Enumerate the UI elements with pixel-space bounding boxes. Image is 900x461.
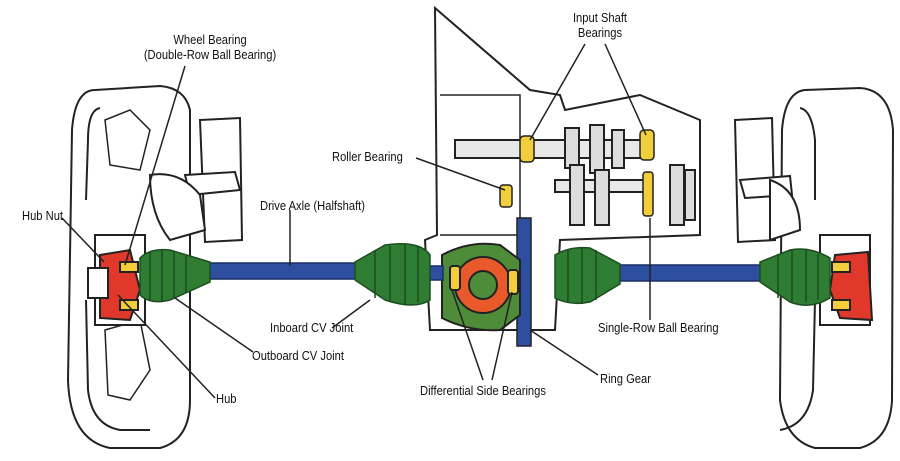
- wheel-bearing-label: Wheel Bearing (Double-Row Ball Bearing): [128, 32, 291, 62]
- wheel-bearing-title: Wheel Bearing: [173, 32, 247, 47]
- single-row-ball-bearing-label: Single-Row Ball Bearing: [598, 320, 719, 335]
- cv-joints: [139, 243, 831, 306]
- wheel-bearing-subtitle: (Double-Row Ball Bearing): [143, 47, 277, 62]
- leader-lines: [61, 43, 651, 399]
- roller-bearing-label: Roller Bearing: [332, 149, 403, 164]
- inboard-cv-joint-label: Inboard CV Joint: [270, 320, 354, 335]
- outboard-cv-joint-label: Outboard CV Joint: [252, 348, 344, 363]
- hub-label: Hub: [216, 391, 237, 406]
- input-shaft-bearings-label: Input Shaft Bearings: [553, 10, 648, 40]
- input-shaft-subtitle: Bearings: [577, 25, 623, 40]
- input-shaft-bearings: [499, 129, 655, 217]
- right-strut: [733, 116, 802, 244]
- input-shaft-title: Input Shaft: [572, 10, 628, 25]
- drive-axle-label: Drive Axle (Halfshaft): [260, 198, 366, 213]
- ring-gear-label: Ring Gear: [600, 371, 651, 386]
- left-knuckle: [87, 234, 146, 326]
- hub-nut-label: Hub Nut: [22, 208, 64, 223]
- differential: [441, 242, 521, 332]
- differential-side-bearings-label: Differential Side Bearings: [420, 383, 546, 398]
- left-strut: [148, 116, 244, 244]
